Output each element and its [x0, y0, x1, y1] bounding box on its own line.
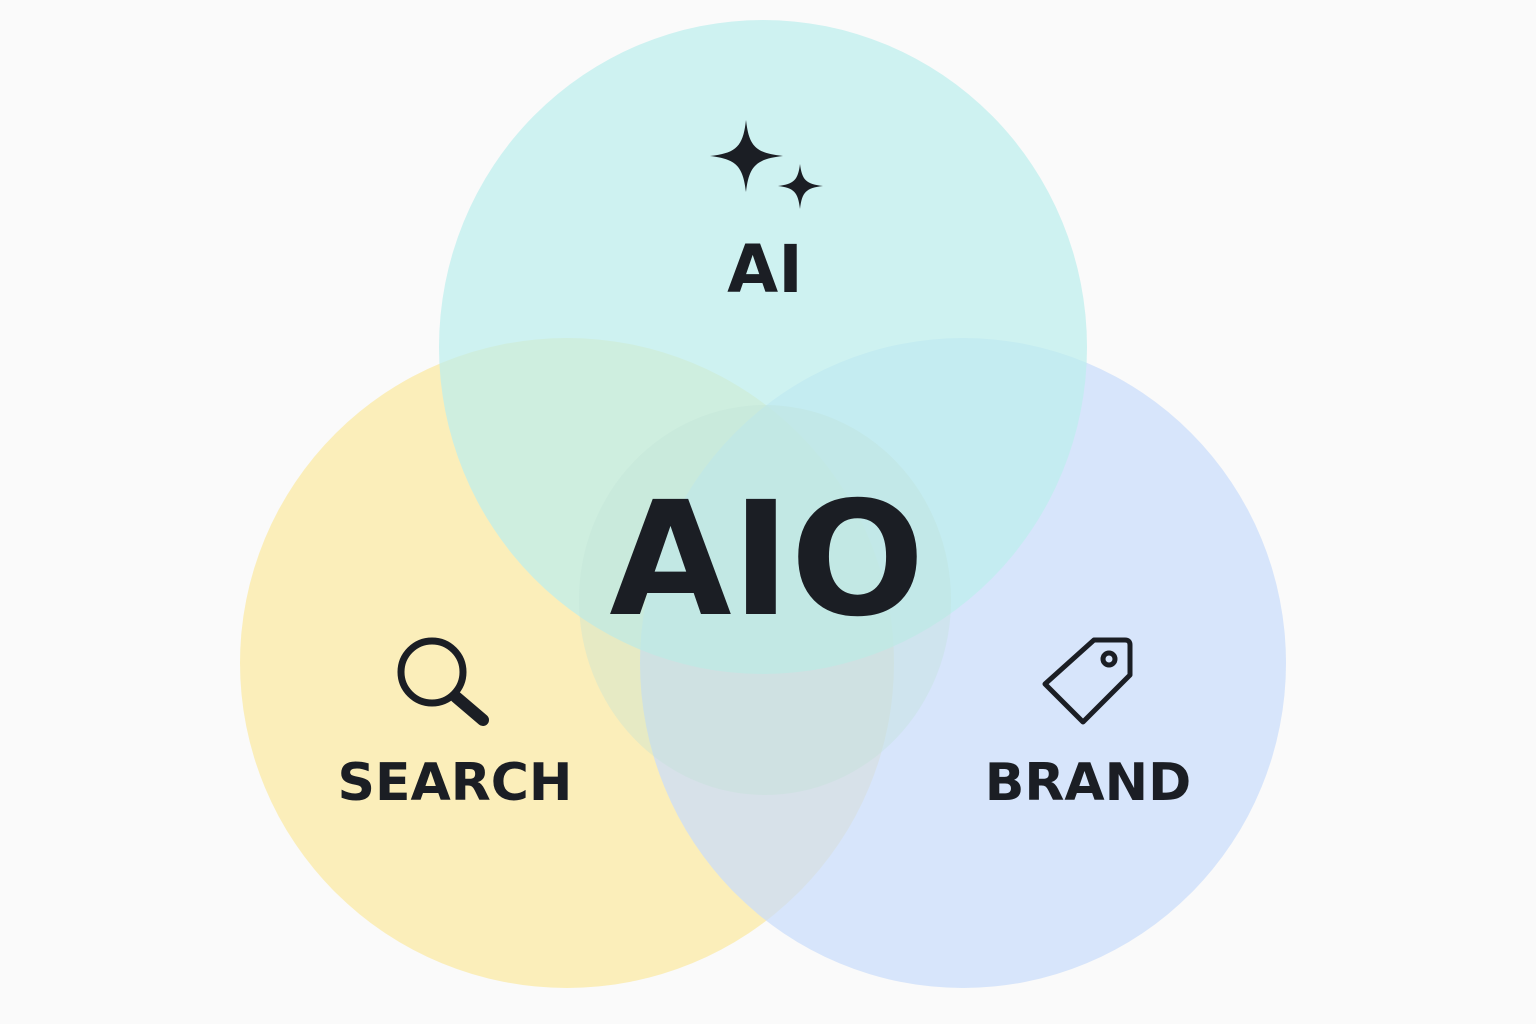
search-icon [397, 637, 489, 726]
tag-icon [1042, 637, 1133, 725]
search-label: SEARCH [338, 753, 573, 813]
ai-circle [439, 20, 1087, 674]
ai-label: AI [727, 231, 803, 308]
center-intersection [579, 405, 951, 795]
sparkles-icon [710, 120, 823, 209]
brand-label: BRAND [985, 753, 1192, 813]
center-label: AIO [609, 468, 924, 652]
